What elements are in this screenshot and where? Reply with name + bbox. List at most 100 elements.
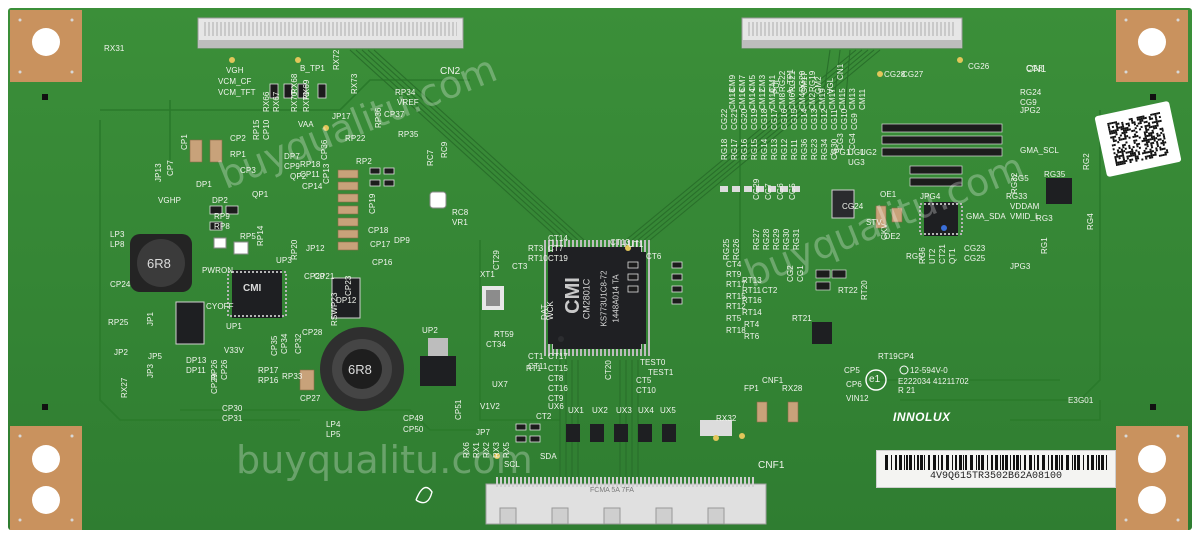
silkscreen-label: RG4 bbox=[1086, 213, 1095, 230]
silkscreen-label: CYOFF bbox=[206, 302, 234, 311]
serial-label: 4V9Q615TR3502B62A08100 bbox=[876, 450, 1116, 488]
silkscreen-label: CP16 bbox=[372, 258, 393, 267]
silkscreen-label: CT11 bbox=[528, 362, 548, 371]
silkscreen-label: RP25 bbox=[108, 318, 129, 327]
silkscreen-label: CG24 bbox=[842, 202, 864, 211]
silkscreen-label: RX32 bbox=[716, 414, 737, 423]
silkscreen-label: RX28 bbox=[782, 384, 803, 393]
silkscreen-label: V1V2 bbox=[480, 402, 500, 411]
silkscreen-label: CG29 bbox=[752, 178, 761, 200]
silkscreen-label: RX31 bbox=[104, 44, 125, 53]
inductor-lp3-value: 6R8 bbox=[147, 256, 171, 271]
silkscreen-label: VR1 bbox=[452, 218, 468, 227]
silkscreen-label: RX73 bbox=[350, 73, 359, 94]
inductor-lp3 bbox=[130, 234, 192, 292]
silkscreen-label: TEST0 bbox=[640, 358, 666, 367]
silkscreen-label: RT10 bbox=[528, 254, 548, 263]
silkscreen-label: UT1 bbox=[628, 240, 644, 249]
serial-number: 4V9Q615TR3502B62A08100 bbox=[929, 471, 1063, 482]
connector-cn2 bbox=[197, 17, 464, 49]
silkscreen-label: RT17 bbox=[726, 280, 746, 289]
silkscreen-label: CP49 bbox=[403, 414, 424, 423]
silkscreen-label: CG9 bbox=[850, 113, 859, 130]
connector-designator: CN1 bbox=[1026, 64, 1047, 75]
silkscreen-label: SCL bbox=[504, 460, 520, 469]
silkscreen-label: RT16 bbox=[742, 296, 762, 305]
silkscreen-label: CT7 bbox=[548, 244, 564, 253]
silkscreen-label: CG16 bbox=[780, 108, 789, 130]
silkscreen-label: CP9 bbox=[284, 162, 300, 171]
cert-line-3: E3G01 bbox=[1068, 396, 1094, 405]
silkscreen-label: UX4 bbox=[638, 406, 654, 415]
silkscreen-label: CT29 bbox=[492, 250, 501, 270]
silkscreen-label: RG6 bbox=[918, 247, 927, 264]
silkscreen-label: RX6 bbox=[462, 442, 471, 458]
silkscreen-label: RP16 bbox=[258, 376, 279, 385]
watermark-text: buyqualitu.com bbox=[236, 438, 533, 482]
silkscreen-label: CP24 bbox=[110, 280, 131, 289]
silkscreen-label: RP9 bbox=[214, 212, 230, 221]
silkscreen-label: DP7 bbox=[284, 152, 300, 161]
silkscreen-label: CG19 bbox=[750, 108, 759, 130]
silkscreen-label: CP26 bbox=[220, 359, 229, 380]
silkscreen-label: RX67 bbox=[272, 91, 281, 112]
silkscreen-label: GMA_SCL bbox=[1020, 146, 1059, 155]
silkscreen-label: RT59 bbox=[494, 330, 514, 339]
silkscreen-label: RX71 bbox=[302, 91, 311, 112]
silkscreen-label: CP34 bbox=[280, 333, 289, 354]
silkscreen-label: CG14 bbox=[800, 108, 809, 130]
silkscreen-label: RG31 bbox=[792, 228, 801, 250]
silkscreen-label: CM9 bbox=[728, 74, 737, 92]
silkscreen-label: WCK bbox=[546, 301, 555, 320]
silkscreen-label: VIN12 bbox=[846, 394, 869, 403]
silkscreen-label: CM2 bbox=[808, 92, 817, 110]
silkscreen-label: CM7 bbox=[738, 74, 747, 92]
silkscreen-label: RT19 bbox=[878, 352, 898, 361]
silkscreen-label: LP3 bbox=[110, 230, 125, 239]
silkscreen-label: CT15 bbox=[548, 364, 568, 373]
main-chip-part: CM2801C bbox=[581, 278, 592, 320]
silkscreen-label: UX3 bbox=[616, 406, 632, 415]
cert-line-2: R 21 bbox=[898, 386, 916, 395]
silkscreen-label: RT20 bbox=[860, 280, 869, 300]
cert-line-1: E222034 41211702 bbox=[898, 377, 969, 386]
silkscreen-label: RP5 bbox=[240, 232, 256, 241]
qr-sticker bbox=[1094, 100, 1182, 178]
ul-mark: 12-594V-0 bbox=[910, 366, 948, 375]
silkscreen-label: CT17 bbox=[548, 352, 568, 361]
silkscreen-label: GMA_SDA bbox=[966, 212, 1006, 221]
silkscreen-label: CT21 bbox=[938, 244, 947, 264]
silkscreen-label: CG11 bbox=[830, 109, 839, 130]
connector-designator: CNF1 bbox=[758, 460, 785, 471]
silkscreen-label: RP20 bbox=[290, 239, 299, 260]
silkscreen-label: RT9 bbox=[726, 270, 742, 279]
silkscreen-label: CG20 bbox=[740, 108, 749, 130]
silkscreen-label: RT5 bbox=[726, 314, 742, 323]
silkscreen-label: PWRON bbox=[202, 266, 234, 275]
silkscreen-label: RG33 bbox=[1006, 192, 1028, 201]
silkscreen-label: CP11 bbox=[300, 170, 320, 179]
silkscreen-label: CP36 bbox=[320, 139, 329, 160]
silkscreen-label: CT6 bbox=[646, 252, 662, 261]
silkscreen-label: CG22 bbox=[720, 108, 729, 130]
main-chip bbox=[542, 240, 652, 356]
silkscreen-label: JP5 bbox=[148, 352, 163, 361]
qr-code bbox=[1107, 111, 1169, 167]
silkscreen-label: CP14 bbox=[302, 182, 323, 191]
silkscreen-label: DP12 bbox=[336, 296, 357, 305]
silkscreen-label: CP19 bbox=[368, 193, 377, 214]
silkscreen-label: POL bbox=[772, 77, 781, 94]
silkscreen-label: RC8 bbox=[452, 208, 469, 217]
silkscreen-label: RG15 bbox=[750, 138, 759, 160]
silkscreen-label: RG34 bbox=[820, 138, 829, 160]
silkscreen-label: RT13 bbox=[742, 276, 762, 285]
silkscreen-label: CP13 bbox=[322, 163, 331, 184]
silkscreen-label: CP31 bbox=[222, 414, 243, 423]
silkscreen-label: RG3 bbox=[1036, 214, 1053, 223]
silkscreen-label: CM8 bbox=[778, 92, 787, 110]
silkscreen-label: A_TP1 bbox=[786, 69, 795, 94]
silkscreen-label: RT14 bbox=[742, 308, 762, 317]
silkscreen-label: RG14 bbox=[760, 138, 769, 160]
silkscreen-label: CT9 bbox=[548, 394, 564, 403]
